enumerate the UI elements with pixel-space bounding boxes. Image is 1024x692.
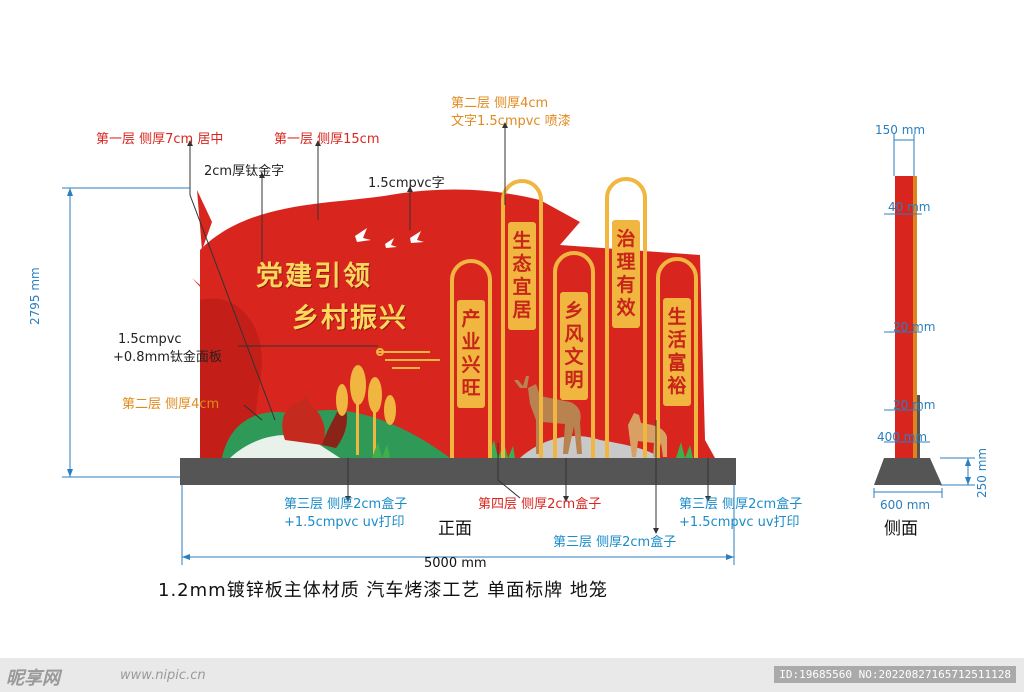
footer-watermark: 昵享网 [6,668,60,689]
label-titanium-text: 2cm厚钛金字 [204,164,285,179]
dim-side-20a: 20 mm [893,320,936,334]
dim-side-40: 40 mm [888,200,931,214]
label-layer2-left: 第二层 侧厚4cm [122,397,220,412]
side-panel-red [895,176,913,458]
pillar-frames [450,177,698,458]
label-layer2-top-1: 第二层 侧厚4cm [451,96,549,111]
dim-height: 2795 mm [28,267,42,325]
ground-base [180,458,736,485]
dim-width: 5000 mm [424,556,487,571]
label-layer3-right-2: +1.5cmpvc uv打印 [679,515,800,530]
label-layer4: 第四层 侧厚2cm盒子 [478,497,602,512]
dim-side-top: 150 mm [875,123,926,137]
dimension-lines-front [62,187,735,565]
label-layer3-right-1: 第三层 侧厚2cm盒子 [679,497,803,512]
dim-side-20b: 20 mm [893,398,936,412]
caption: 1.2mm镀锌板主体材质 汽车烤漆工艺 单面标牌 地笼 [158,580,608,601]
flag-shadow-layer [200,298,262,458]
front-view-label: 正面 [438,519,472,539]
label-layer2-top-2: 文字1.5cmpvc 喷漆 [451,114,571,129]
dim-side-600: 600 mm [880,498,931,512]
grass-tufts [372,440,693,458]
pillar-text-4: 治理有效 [616,228,636,319]
label-panel-2: +0.8mm钛金面板 [113,350,222,365]
slogan-line2: 乡村振兴 [292,303,408,334]
dim-side-250: 250 mm [975,447,989,498]
side-view-label: 侧面 [884,519,918,539]
side-panel-orange [913,176,917,458]
dove-icons [355,228,424,248]
pillar-panels [457,220,691,408]
pillar-text-1: 产业兴旺 [461,308,481,399]
label-layer1-center: 第一层 侧厚7cm 居中 [96,132,224,147]
pillar-text-2: 生态宜居 [512,230,532,321]
label-layer1-15cm: 第一层 侧厚15cm [274,132,380,147]
label-pvc-text: 1.5cmpvc字 [368,176,445,191]
side-base [874,458,942,485]
footer-id: ID:19685560 NO:20220827165712511128 [774,666,1016,683]
label-layer3-left-2: +1.5cmpvc uv打印 [284,515,405,530]
label-layer3-left-1: 第三层 侧厚2cm盒子 [284,497,408,512]
dimension-arrows-side [965,458,971,485]
side-panel-edge [917,395,920,458]
dim-side-400: 400 mm [877,430,928,444]
label-panel-1: 1.5cmpvc [118,332,182,347]
cloud-ornament [376,348,440,369]
pillar-text-5: 生活富裕 [667,306,687,397]
slogan-line1: 党建引领 [256,261,372,292]
wheat-icon [336,365,396,455]
arrow-markers [187,122,711,534]
leader-lines [189,128,709,528]
flag-tail-upper [197,190,212,250]
label-layer3-mid: 第三层 侧厚2cm盒子 [553,535,677,550]
footer-site: www.nipic.cn [120,668,206,683]
pillar-text-3: 乡风文明 [564,300,584,391]
dimension-arrows-front [67,188,734,560]
